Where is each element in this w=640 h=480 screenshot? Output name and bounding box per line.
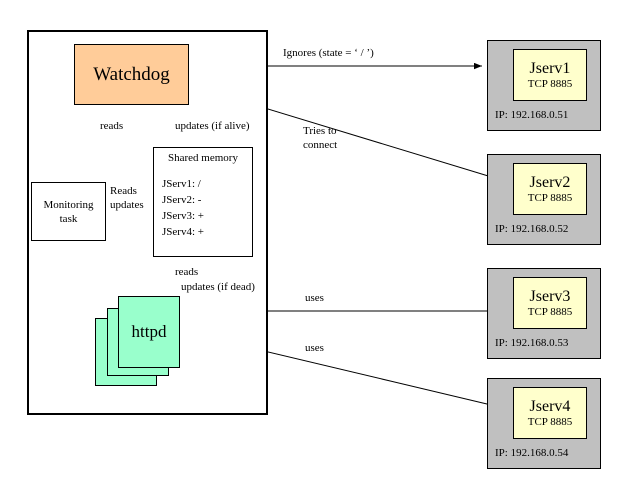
edge-label-updates-if-dead: updates (if dead) — [181, 281, 255, 293]
jserv-port-1: TCP 8885 — [527, 77, 573, 90]
shared-memory-entry-jserv3: JServ3: + — [162, 210, 204, 222]
jserv-port-3: TCP 8885 — [527, 305, 573, 318]
jserv-name-4: Jserv4 — [529, 397, 571, 415]
edge-label-uses-jserv3: uses — [305, 292, 324, 304]
jserv-port-4: TCP 8885 — [527, 415, 573, 428]
shared-memory-title: Shared memory — [168, 152, 238, 164]
edge-label-tries-to-connect-line2: connect — [303, 139, 338, 151]
edge-label-ignores-state: Ignores (state = ‘ / ’) — [283, 47, 374, 59]
watchdog-box[interactable]: Watchdog — [74, 44, 189, 105]
jserv-ip-4: IP: 192.168.0.54 — [495, 447, 569, 459]
jserv-service-box-1[interactable]: Jserv1 TCP 8885 — [513, 49, 587, 101]
shared-memory-box[interactable]: Shared memory JServ1: / JServ2: - JServ3… — [153, 147, 253, 257]
watchdog-label: Watchdog — [93, 63, 170, 85]
monitoring-task-label-line1: Monitoring — [43, 198, 94, 211]
edge-label-reads-monitor: Reads — [110, 185, 137, 197]
edge-label-uses-jserv4: uses — [305, 342, 324, 354]
jserv-ip-2: IP: 192.168.0.52 — [495, 223, 569, 235]
shared-memory-entry-jserv2: JServ2: - — [162, 194, 202, 206]
jserv-name-3: Jserv3 — [529, 287, 571, 305]
shared-memory-entry-jserv1: JServ1: / — [162, 178, 201, 190]
jserv-ip-3: IP: 192.168.0.53 — [495, 337, 569, 349]
jserv-name-1: Jserv1 — [529, 59, 571, 77]
jserv-name-2: Jserv2 — [529, 173, 571, 191]
httpd-label: httpd — [131, 322, 167, 341]
jserv-host-card-3[interactable]: Jserv3 TCP 8885 IP: 192.168.0.53 — [487, 268, 601, 359]
edge-label-tries-to-connect-line1: Tries to — [303, 125, 337, 137]
monitoring-task-label-line2: task — [59, 212, 78, 225]
edge-label-updates-monitor: updates — [110, 199, 144, 211]
edge-label-reads-watchdog: reads — [100, 120, 124, 132]
httpd-process-box[interactable]: httpd — [118, 296, 180, 368]
jserv-port-2: TCP 8885 — [527, 191, 573, 204]
monitoring-task-box[interactable]: Monitoring task — [31, 182, 106, 241]
shared-memory-entry-jserv4: JServ4: + — [162, 226, 204, 238]
edge-label-updates-if-alive: updates (if alive) — [175, 120, 250, 132]
jserv-ip-1: IP: 192.168.0.51 — [495, 109, 569, 121]
jserv-service-box-3[interactable]: Jserv3 TCP 8885 — [513, 277, 587, 329]
jserv-host-card-2[interactable]: Jserv2 TCP 8885 IP: 192.168.0.52 — [487, 154, 601, 245]
jserv-host-card-4[interactable]: Jserv4 TCP 8885 IP: 192.168.0.54 — [487, 378, 601, 469]
shared-memory-entries: JServ1: / JServ2: - JServ3: + JServ4: + — [162, 176, 204, 240]
jserv-service-box-4[interactable]: Jserv4 TCP 8885 — [513, 387, 587, 439]
edge-label-reads-httpd: reads — [175, 266, 199, 278]
jserv-service-box-2[interactable]: Jserv2 TCP 8885 — [513, 163, 587, 215]
jserv-host-card-1[interactable]: Jserv1 TCP 8885 IP: 192.168.0.51 — [487, 40, 601, 131]
